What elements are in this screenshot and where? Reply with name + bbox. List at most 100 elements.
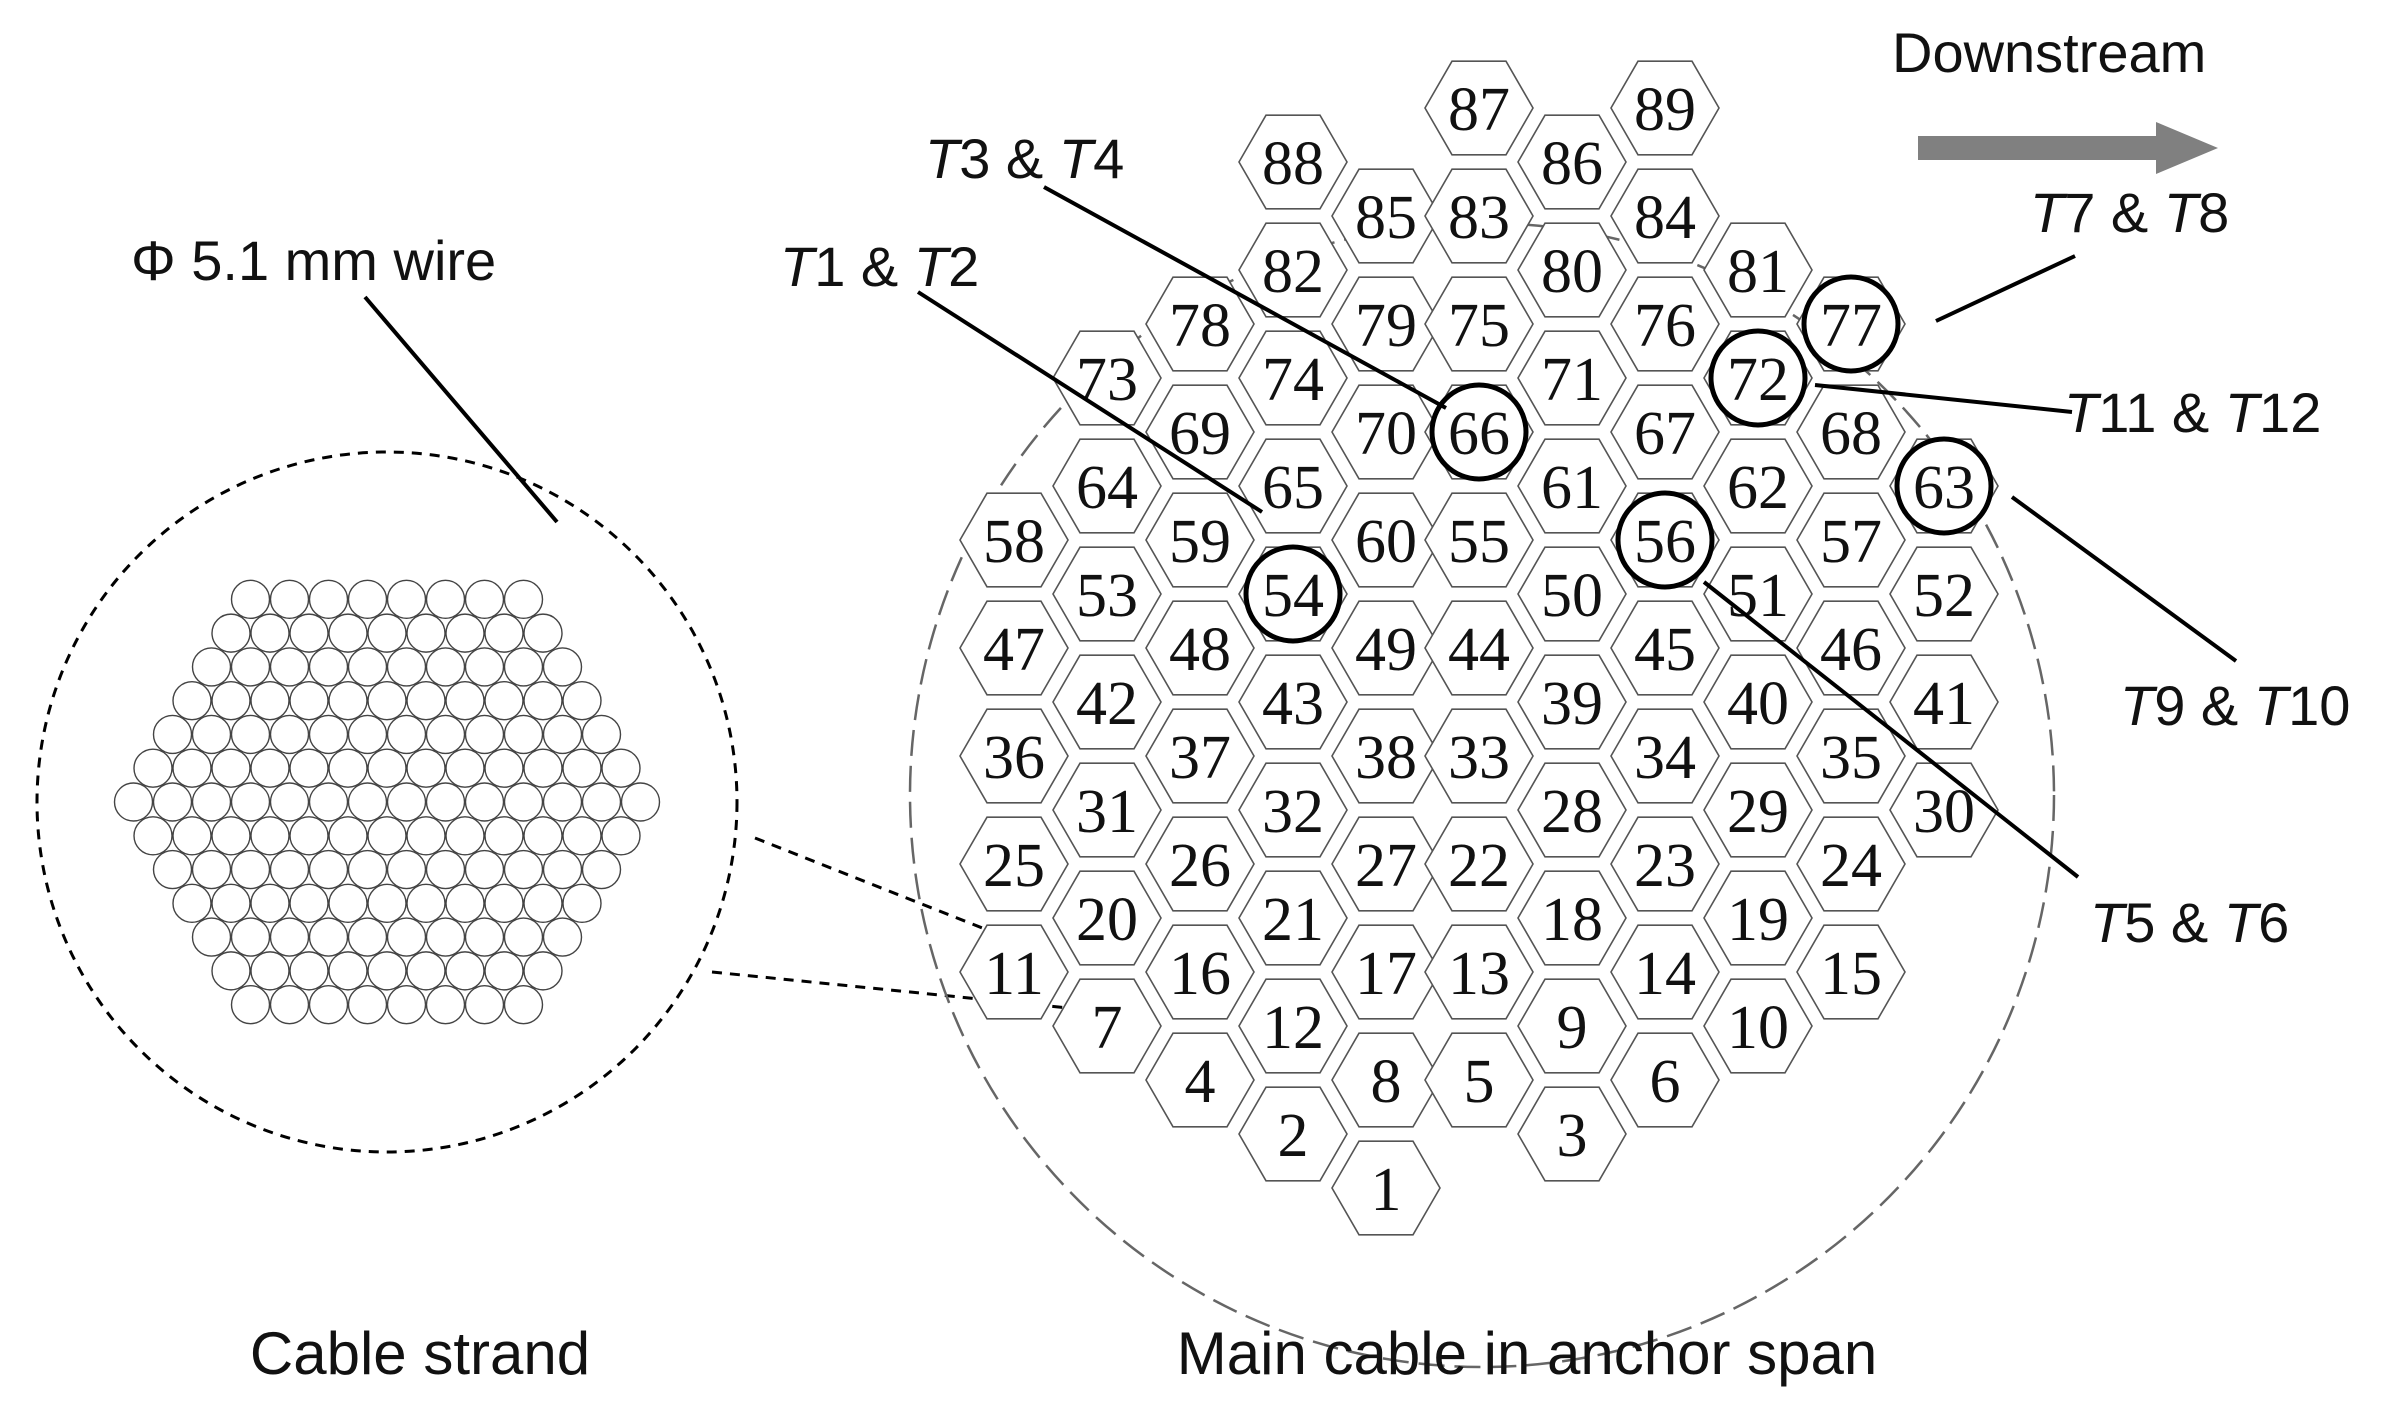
strand-number: 19 (1727, 886, 1789, 954)
wire (250, 816, 290, 856)
strand-number: 38 (1355, 724, 1417, 792)
wire (211, 613, 251, 653)
strand-hex (1145, 600, 1255, 696)
wire (562, 680, 602, 721)
wire (308, 579, 349, 620)
wire (542, 917, 583, 957)
strand-number: 89 (1634, 76, 1696, 144)
strand-hex (1610, 384, 1720, 480)
wire (425, 714, 466, 755)
strand-hex (1145, 276, 1255, 372)
wire (425, 984, 466, 1025)
strand-number: 72 (1727, 346, 1789, 414)
strand-number: 62 (1727, 454, 1789, 522)
strand-number: 88 (1262, 130, 1324, 198)
wire (347, 917, 388, 957)
main-cable-cross-section: 1125364758720314253647341626374859697821… (908, 60, 2056, 1369)
strand-hex (1703, 654, 1813, 750)
strand-hex (1052, 654, 1162, 750)
wire (464, 647, 505, 687)
wire (581, 714, 622, 755)
sensor-pair-label: T1 & T2 (780, 235, 979, 298)
strand-number: 42 (1076, 670, 1138, 738)
strand-number: 70 (1355, 400, 1417, 468)
wire (230, 782, 271, 822)
wire (445, 883, 485, 924)
wire (269, 782, 310, 822)
wire (230, 917, 271, 957)
strand-hex (1610, 168, 1720, 264)
strand-number: 22 (1448, 832, 1510, 900)
strand-hex (1610, 924, 1720, 1020)
strand-hex (1331, 1032, 1441, 1128)
strand-number: 29 (1727, 778, 1789, 846)
wire (367, 816, 407, 856)
strand-number: 76 (1634, 292, 1696, 360)
wire (172, 748, 212, 788)
sensor-strand-ring (1708, 328, 1808, 428)
strand-hex (1796, 816, 1906, 912)
strand-number: 84 (1634, 184, 1696, 252)
strand-hex (1517, 546, 1627, 642)
zoom-connector-top (754, 836, 1001, 937)
strand-number: 56 (1634, 508, 1696, 576)
wire (328, 816, 368, 856)
strand-number: 9 (1557, 994, 1588, 1062)
wire (464, 714, 505, 755)
wire (386, 579, 427, 620)
strand-number: 68 (1820, 400, 1882, 468)
sensor-pair-label: T3 & T4 (925, 127, 1124, 190)
strand-hex (1889, 654, 1999, 750)
strand-hex (1517, 438, 1627, 534)
wire (406, 816, 446, 856)
strand-hex (1145, 708, 1255, 804)
strand-hex (1703, 762, 1813, 858)
strand-number: 41 (1913, 670, 1975, 738)
strand-hex (1145, 492, 1255, 588)
strand-hex (1610, 708, 1720, 804)
strand-number: 67 (1634, 400, 1696, 468)
strand-number: 64 (1076, 454, 1138, 522)
wire (562, 883, 602, 924)
strand-number: 57 (1820, 508, 1882, 576)
strand-hex (959, 816, 1069, 912)
strand-hex (1424, 60, 1534, 156)
wire (523, 951, 563, 991)
wire (191, 917, 232, 957)
strand-number: 71 (1541, 346, 1603, 414)
wire (620, 782, 661, 822)
wire (406, 680, 446, 721)
wire (367, 680, 407, 721)
wire (308, 984, 349, 1025)
strand-number: 5 (1464, 1048, 1495, 1116)
strand-hex (1889, 438, 1999, 534)
strand-hex (1517, 654, 1627, 750)
wire (484, 816, 524, 856)
strand-number: 54 (1262, 562, 1324, 630)
wire (308, 714, 349, 755)
wire (152, 782, 193, 822)
strand-hex (1052, 978, 1162, 1074)
wire (250, 883, 290, 924)
wire (347, 849, 388, 890)
strand-number: 31 (1076, 778, 1138, 846)
strand-number: 66 (1448, 400, 1510, 468)
wire (347, 714, 388, 755)
wire (269, 917, 310, 957)
wire (542, 647, 583, 687)
wire (386, 782, 427, 822)
strand-hex (1517, 762, 1627, 858)
strand-hex (1610, 600, 1720, 696)
strand-hex (1703, 870, 1813, 966)
strand-hex (1796, 276, 1906, 372)
wire (503, 984, 544, 1025)
strand-number: 52 (1913, 562, 1975, 630)
leader-t1-t2 (916, 290, 1264, 514)
strand-number: 39 (1541, 670, 1603, 738)
strand-number: 58 (983, 508, 1045, 576)
wire (601, 748, 641, 788)
strand-hex (1610, 492, 1720, 588)
strand-hex (1424, 492, 1534, 588)
wire (308, 782, 349, 822)
